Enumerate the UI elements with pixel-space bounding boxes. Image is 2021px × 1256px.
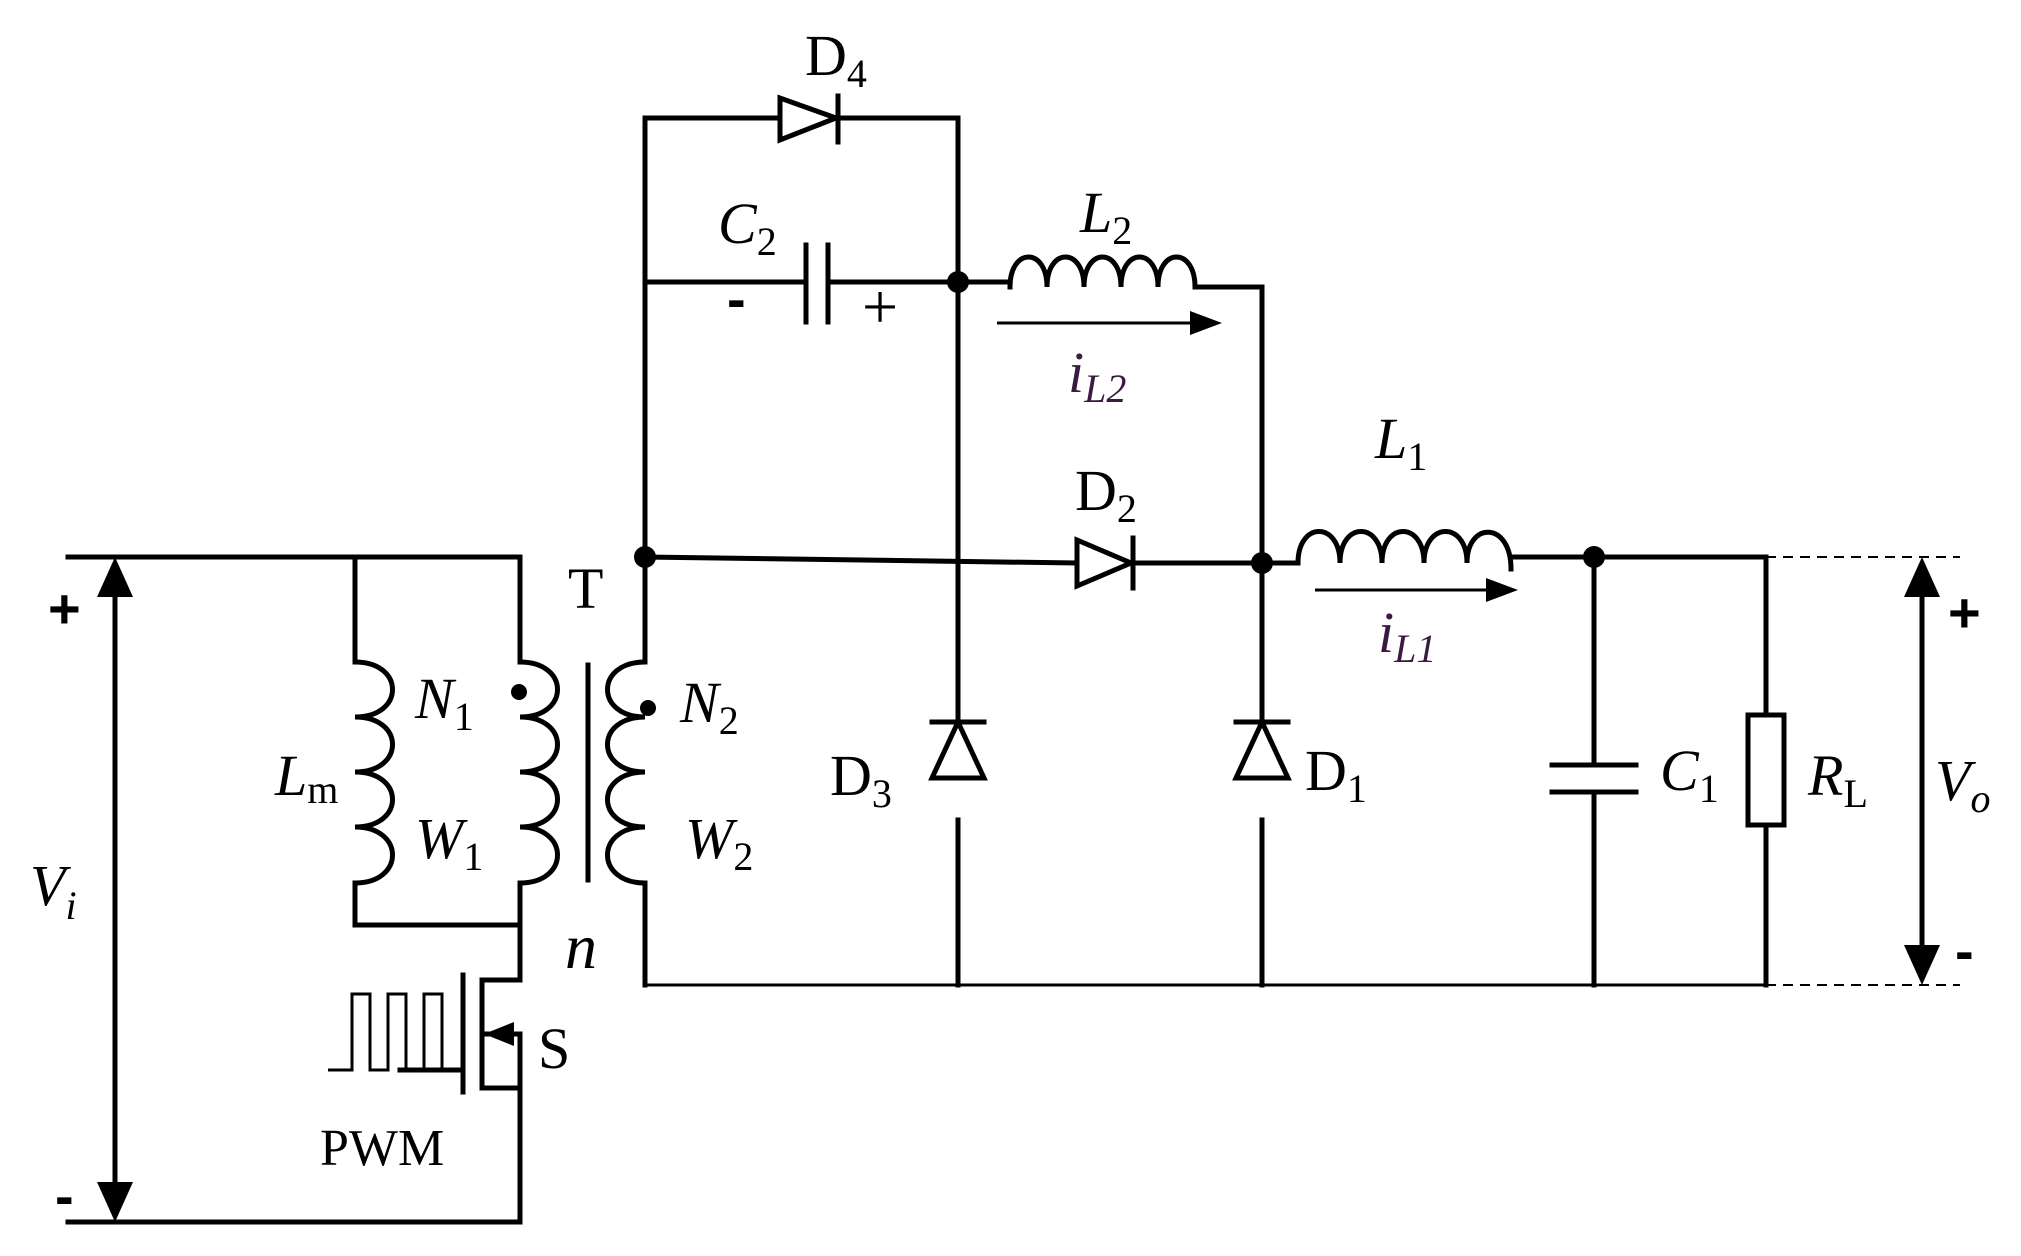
- vi-minus-sign: -: [55, 1164, 74, 1227]
- inductor-l2: [1007, 254, 1198, 290]
- resistor-rl: [1745, 712, 1787, 828]
- il1-label: iL1: [1378, 600, 1436, 671]
- diode-d4: [777, 93, 844, 145]
- d2-label: D2: [1075, 458, 1137, 531]
- l2-label: L2: [1079, 180, 1132, 253]
- junction-dot: [1251, 552, 1273, 574]
- lm-inductor-coil: [352, 659, 395, 886]
- il2-current-arrow: [997, 311, 1222, 335]
- input-wiring: [65, 554, 523, 1225]
- switch-s-label: S: [538, 1016, 570, 1081]
- vi-label: Vi: [30, 853, 77, 928]
- c2-minus-sign: -: [727, 267, 746, 330]
- diode-d1: [1232, 716, 1292, 781]
- n2-label: N2: [679, 670, 739, 743]
- secondary-winding-w2: [605, 659, 648, 886]
- vo-plus-sign: +: [1948, 581, 1981, 644]
- w1-label: W1: [415, 806, 483, 879]
- diode-d2: [1074, 535, 1138, 591]
- vi-voltage-arrow: [97, 557, 133, 1222]
- vo-minus-sign: -: [1955, 919, 1974, 982]
- junction-dot: [1583, 546, 1605, 568]
- w2-label: W2: [685, 806, 753, 879]
- primary-dot-marker: [511, 684, 527, 700]
- diode-d3: [928, 716, 988, 781]
- lm-label: Lm: [274, 743, 338, 812]
- transformer-label: T: [568, 556, 603, 621]
- junction-dot: [947, 271, 969, 293]
- c2-label: C2: [718, 191, 777, 264]
- l1-label: L1: [1374, 406, 1427, 479]
- pwm-label: PWM: [320, 1120, 444, 1177]
- primary-winding-w1: [517, 659, 560, 886]
- vi-plus-sign: +: [48, 577, 81, 640]
- vo-label: Vo: [1935, 748, 1990, 821]
- capacitor-c2: [803, 242, 831, 325]
- capacitor-c1: [1549, 762, 1639, 795]
- rl-label: RL: [1807, 743, 1868, 816]
- il1-current-arrow: [1315, 578, 1518, 602]
- junction-dot: [634, 546, 656, 568]
- secondary-dot-marker: [640, 700, 656, 716]
- d1-label: D1: [1305, 738, 1367, 811]
- mosfet-switch: [397, 972, 523, 1095]
- pwm-waveform: [328, 992, 444, 1072]
- d4-label: D4: [805, 23, 867, 96]
- d3-label: D3: [830, 743, 892, 816]
- il2-label: iL2: [1068, 340, 1126, 411]
- inductor-l1: [1295, 529, 1514, 572]
- vo-voltage-arrow: [1904, 557, 1940, 985]
- c1-label: C1: [1660, 738, 1719, 811]
- c2-plus-sign: +: [862, 271, 898, 342]
- n1-label: N1: [414, 666, 474, 739]
- turns-ratio-label: n: [565, 911, 597, 982]
